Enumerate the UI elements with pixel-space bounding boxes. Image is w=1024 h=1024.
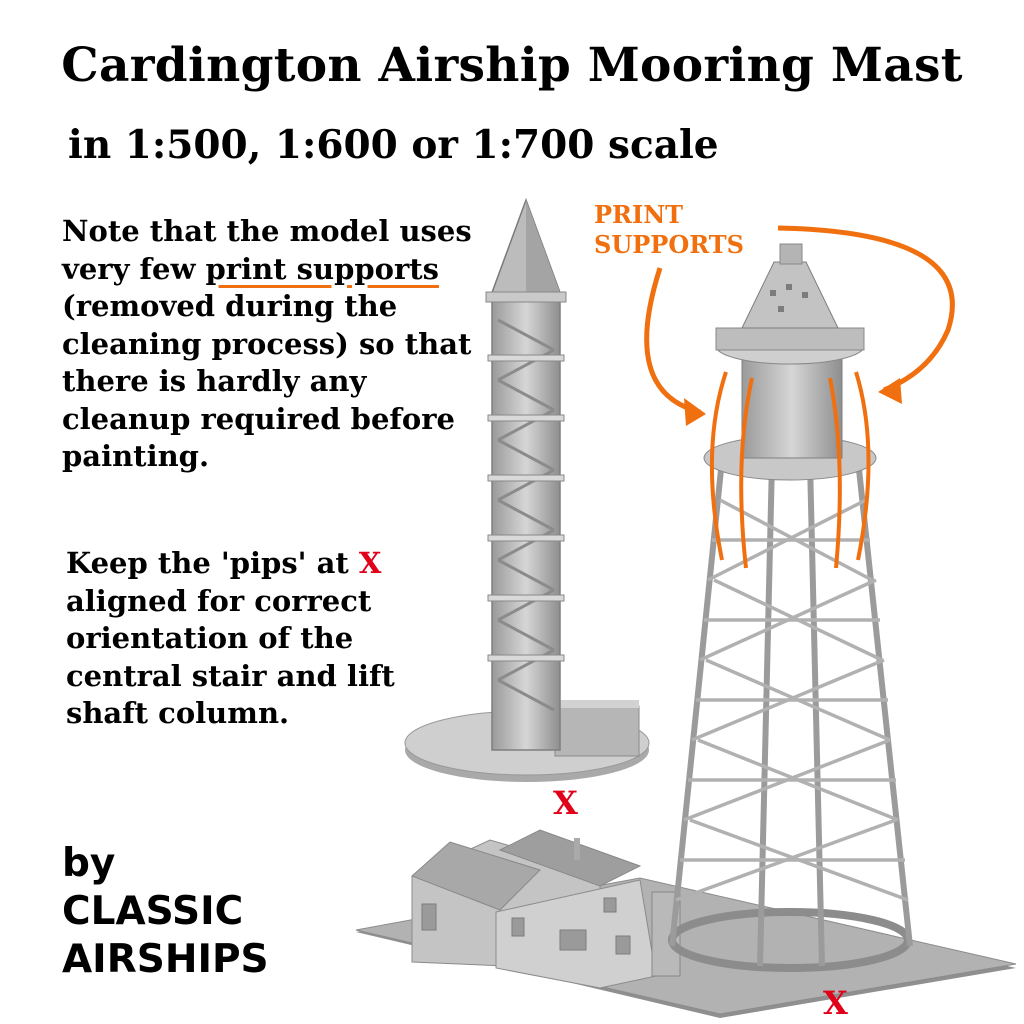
callout-line-2: SUPPORTS [594,230,744,259]
note-underlined-phrase: print supports [205,251,439,286]
byline: by CLASSIC AIRSHIPS [62,840,269,984]
column-model [404,197,650,782]
alignment-marker-x-column: X [553,784,578,822]
byline-brand-2: AIRSHIPS [62,937,269,982]
print-supports-callout: PRINT SUPPORTS [594,200,744,260]
callout-line-1: PRINT [594,200,684,229]
alignment-marker-x-base: X [823,984,848,1022]
pips-paragraph: Keep the 'pips' at X aligned for correct… [66,545,466,733]
byline-by: by [62,841,116,886]
note-paragraph: Note that the model uses very few print … [62,213,482,476]
print-supports [709,371,871,569]
mast-model [644,225,955,972]
page-subtitle: in 1:500, 1:600 or 1:700 scale [68,122,719,168]
callout-arrows [644,225,955,415]
pips-text-end: aligned for correct orientation of the c… [66,583,395,731]
pips-x-mark: X [358,546,382,580]
pips-text-start: Keep the 'pips' at [66,546,359,580]
page-title: Cardington Airship Mooring Mast [61,38,963,93]
note-text-start: Note that the model uses very few [62,214,472,286]
note-text-end: (removed during the cleaning process) so… [62,289,472,473]
byline-brand-1: CLASSIC [62,889,244,934]
